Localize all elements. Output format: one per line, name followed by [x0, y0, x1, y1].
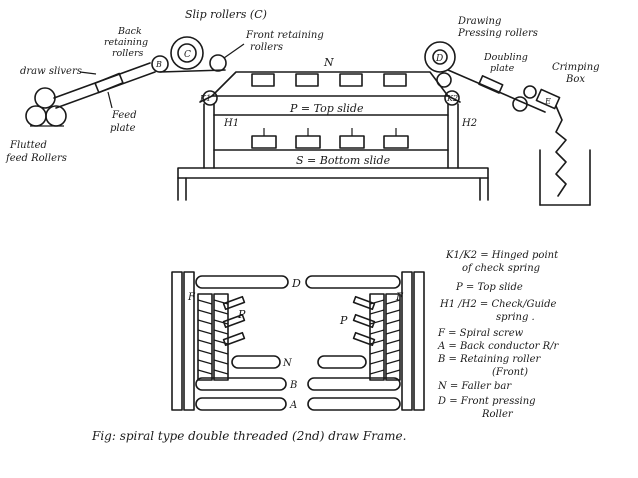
spiral-screw-right	[352, 293, 401, 381]
label-crimping-1: Crimping	[552, 62, 600, 73]
label-drawing-2: Pressing rollers	[457, 28, 538, 39]
legend-line-4: H1 /H2 = Check/Guide	[439, 299, 557, 310]
legend-line-10: N = Faller bar	[437, 381, 512, 392]
label-draw-slivers: draw slivers	[20, 66, 82, 77]
plan-label-d: D	[291, 277, 301, 290]
legend-line-9: (Front)	[492, 367, 528, 378]
label-n-top: N	[323, 56, 334, 69]
label-k2: K2	[446, 94, 458, 103]
plan-label-f-right: F	[395, 292, 404, 303]
label-roller-d: D	[435, 54, 443, 64]
label-crimping-2: Box	[565, 74, 585, 85]
legend-line-5: spring .	[496, 312, 535, 323]
label-roller-b: B	[155, 60, 162, 69]
legend-line-11: D = Front pressing	[437, 396, 536, 407]
gill-box-hood	[199, 71, 461, 103]
label-slip-rollers: Slip rollers (C)	[185, 8, 267, 21]
label-roller-e: E	[544, 97, 551, 106]
label-back-retaining-3: rollers	[112, 48, 144, 59]
label-h1: H1	[223, 118, 239, 129]
label-k1: K1	[199, 94, 211, 103]
plan-label-p-left: P	[237, 308, 246, 321]
label-h2: H2	[461, 118, 477, 129]
plan-view	[171, 271, 425, 411]
feed-plate	[94, 72, 124, 94]
legend-line-8: B = Retaining roller	[437, 354, 541, 365]
label-doubling-1: Doubling	[483, 52, 528, 63]
hinge-k2	[444, 90, 460, 106]
hinge-k1	[202, 90, 218, 106]
fluted-feed-rollers	[25, 87, 67, 127]
spiral-screw-left	[197, 293, 246, 381]
legend-line-6: F = Spiral screw	[437, 328, 524, 339]
front-retaining-roller	[209, 54, 227, 72]
crimping-box	[535, 88, 567, 197]
legend: K1/K2 = Hinged point of check spring P =…	[437, 250, 560, 420]
plan-label-n: N	[282, 358, 293, 369]
label-top-slide: P = Top slide	[289, 102, 364, 115]
legend-line-2: of check spring	[462, 263, 540, 274]
legend-line-3: P = Top slide	[455, 282, 523, 293]
plan-label-f-left: F	[187, 292, 196, 303]
coiler-can	[539, 149, 591, 206]
label-roller-c: C	[184, 50, 191, 60]
label-back-retaining-1: Back	[117, 26, 142, 37]
faller-bars-bottom	[251, 128, 409, 149]
label-back-retaining-2: retaining	[104, 37, 148, 48]
label-feed-plate-1: Feed	[111, 110, 137, 121]
label-bottom-slide: S = Bottom slide	[296, 154, 391, 167]
plan-label-p-right: P	[339, 314, 348, 327]
label-fluted-2: feed Rollers	[5, 153, 67, 164]
legend-line-1: K1/K2 = Hinged point	[445, 250, 559, 261]
label-drawing-1: Drawing	[457, 16, 501, 27]
plan-label-a: A	[289, 400, 297, 411]
slip-roller-c	[170, 36, 204, 70]
faller-bars-top	[251, 73, 407, 87]
figure-caption: Fig: spiral type double threaded (2nd) d…	[91, 429, 406, 443]
doubling-plate	[447, 69, 546, 113]
label-front-retaining-2: rollers	[250, 42, 283, 53]
label-feed-plate-2: plate	[110, 123, 136, 134]
label-fluted-1: Flutted	[9, 140, 47, 151]
plan-label-b: B	[289, 380, 297, 391]
machine-table	[177, 167, 489, 201]
label-doubling-2: plate	[490, 63, 515, 74]
drawing-pressing-rollers	[424, 41, 456, 88]
legend-line-12: Roller	[481, 409, 514, 420]
legend-line-7: A = Back conductor R/r	[437, 341, 560, 352]
label-front-retaining-1: Front retaining	[245, 30, 324, 41]
